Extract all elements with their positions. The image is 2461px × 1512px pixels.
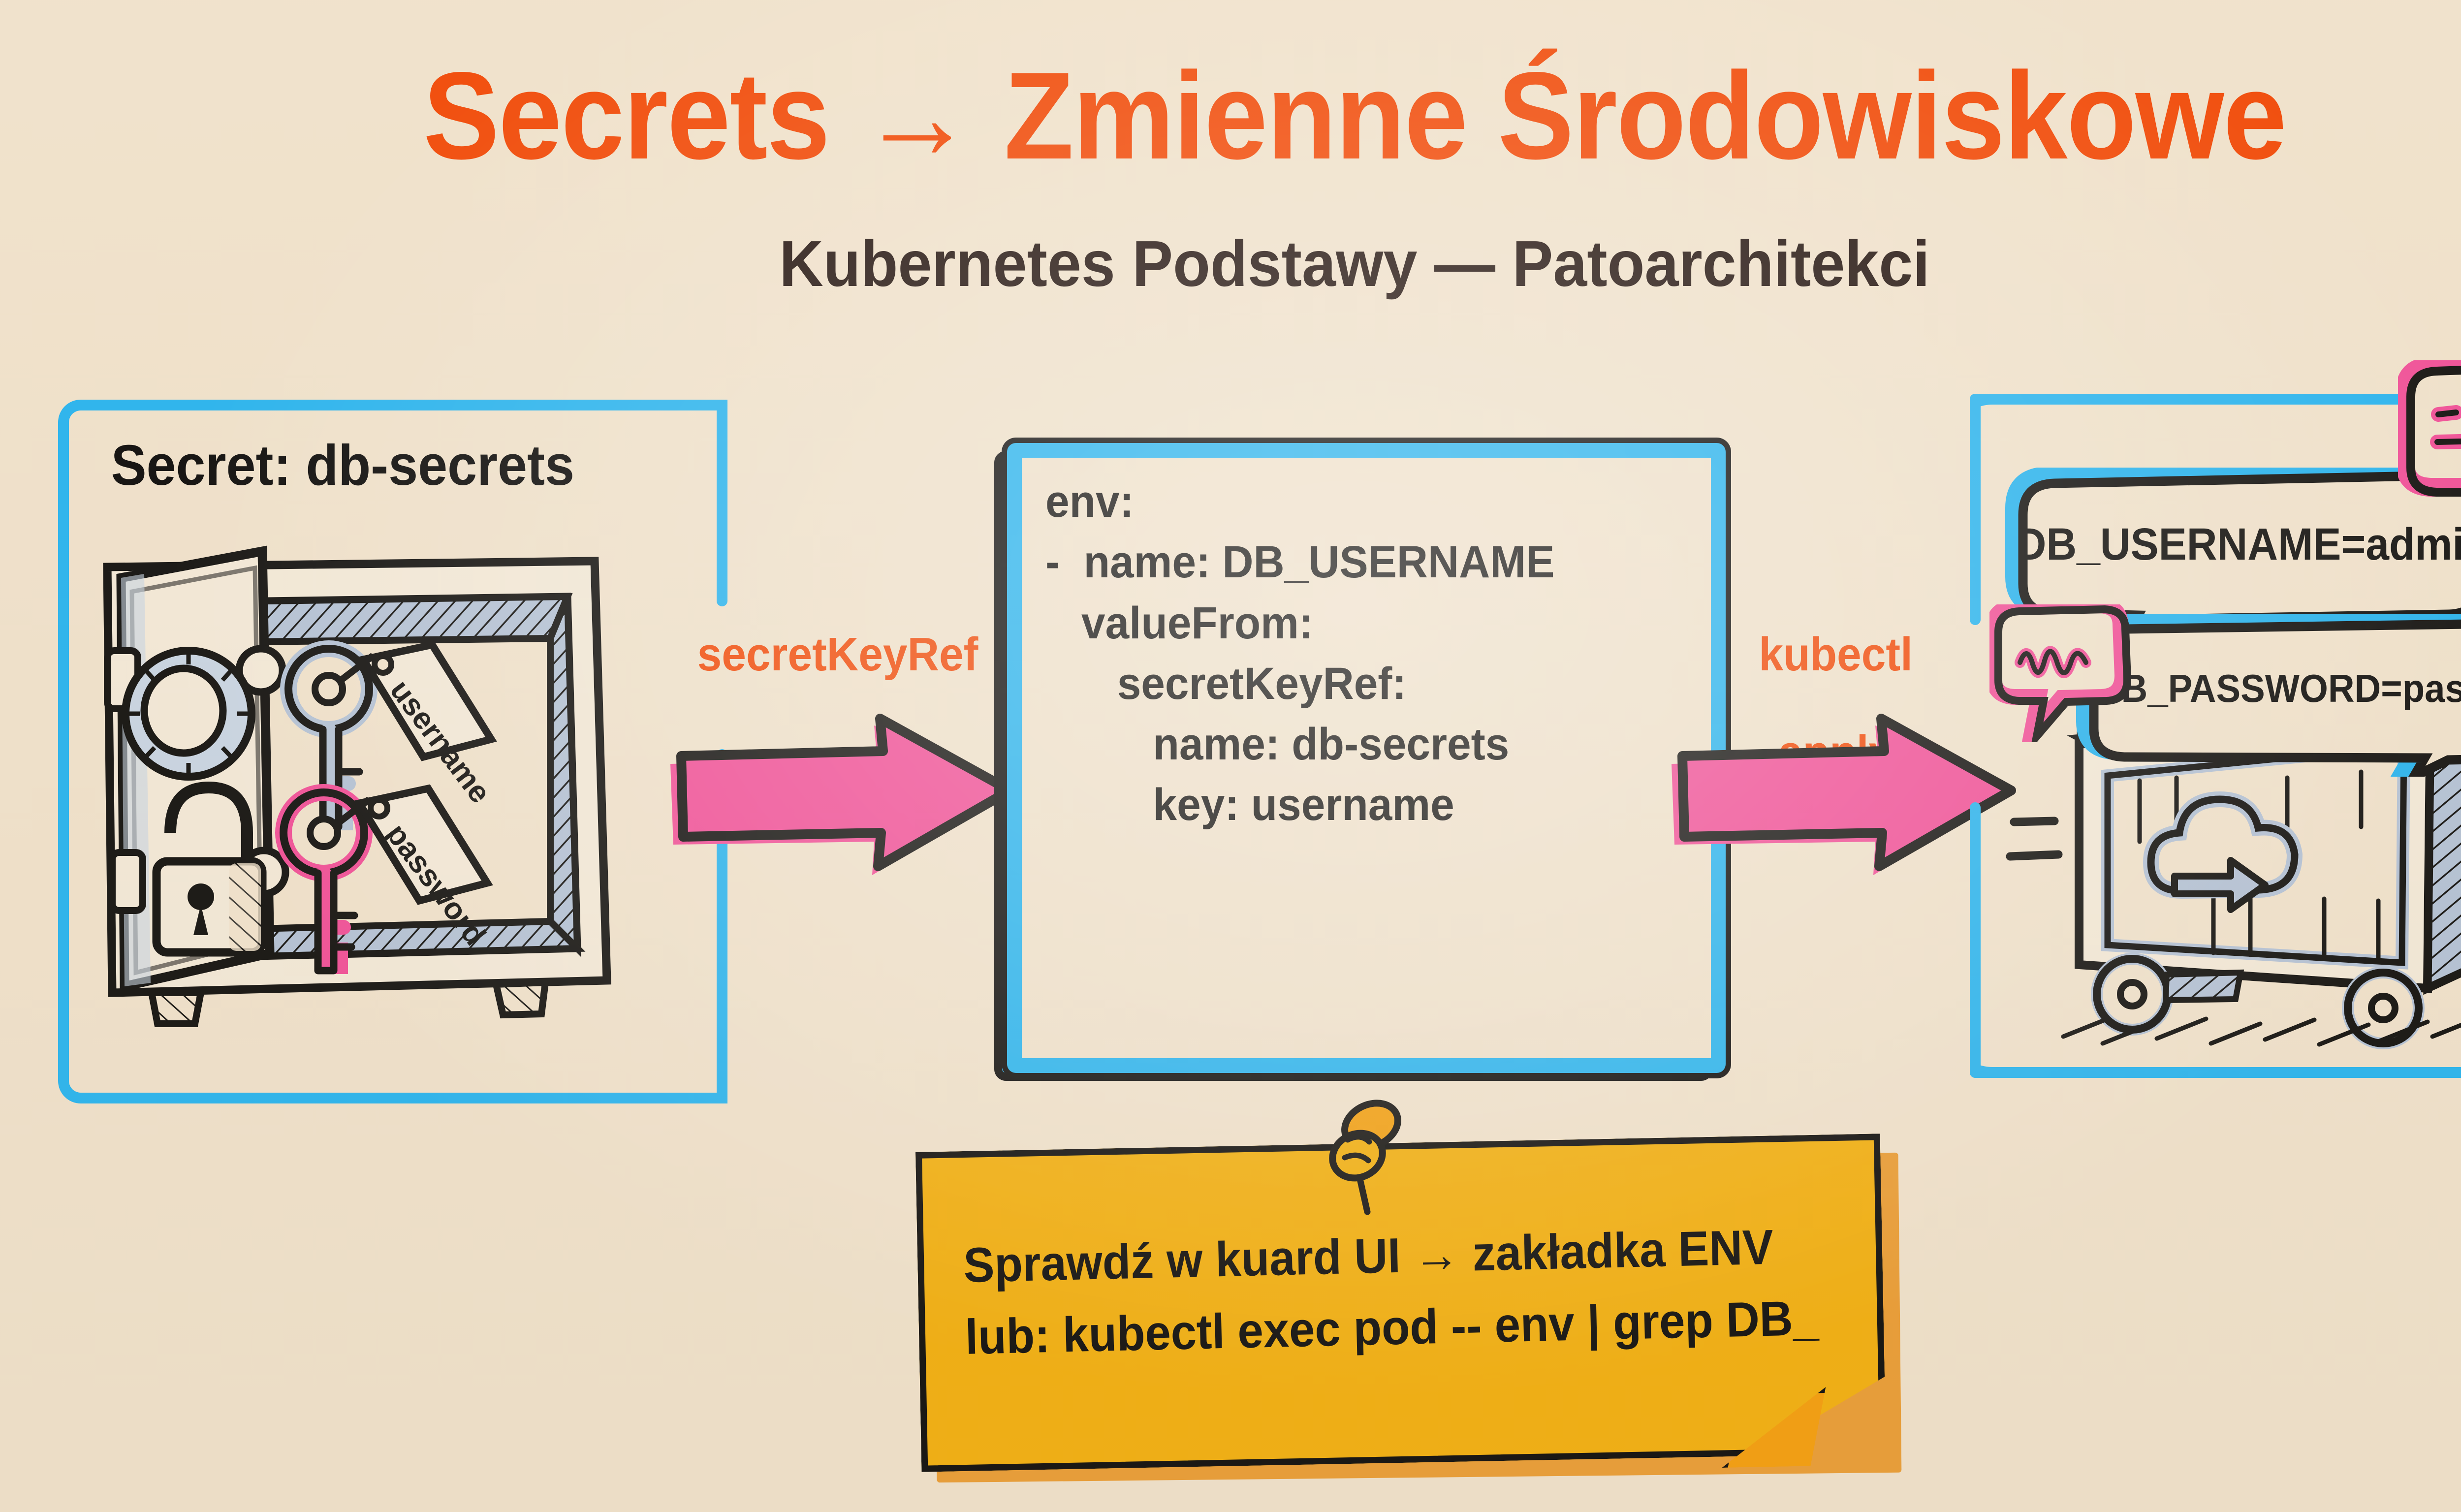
arrow-1-label: secretKeyRef xyxy=(697,628,978,681)
safe-icon: username password xyxy=(38,508,678,1074)
key-icon-password xyxy=(275,784,373,975)
cloud-upload-icon xyxy=(2143,791,2303,913)
panel-frame-left-stub-top xyxy=(1970,394,1981,625)
speech-bubble-icon-lines xyxy=(2396,355,2461,528)
env-bubble-username-text: DB_USERNAME=admin xyxy=(2016,519,2461,569)
panel-frame-right-stub-top xyxy=(717,400,727,606)
pod-env-panel: DB_USERNAME=admin DB_PASSWORD=password12… xyxy=(1970,355,2461,1078)
panel-frame-top-right-cap xyxy=(580,400,727,410)
page-title: Secrets → Zmienne Środowiskowe xyxy=(423,47,2287,185)
sticky-note-text: Sprawdź w kuard UI → zakładka ENV lub: k… xyxy=(963,1219,1820,1365)
panel-frame-left-bottom-cap xyxy=(1970,1067,2088,1078)
speech-bubble-icon-scribble xyxy=(1986,597,2137,760)
padlock-icon xyxy=(152,781,267,957)
arrow-2-label-line1: kubectl xyxy=(1759,628,1913,681)
pushpin-icon xyxy=(1312,1098,1420,1228)
secret-panel: Secret: db-secrets xyxy=(58,400,727,1103)
env-bubble-username: DB_USERNAME=admin xyxy=(2004,468,2461,635)
page-subtitle: Kubernetes Podstawy — Patoarchitekci xyxy=(779,227,1930,300)
yaml-code-block: env: - name: DB_USERNAME valueFrom: secr… xyxy=(1045,476,1555,830)
panel-frame-left-top-cap xyxy=(1970,394,2088,405)
yaml-panel: env: - name: DB_USERNAME valueFrom: secr… xyxy=(994,443,1726,1081)
sticky-note: Sprawdź w kuard UI → zakładka ENV lub: k… xyxy=(918,1100,1902,1483)
panel-frame-bottom-right-cap xyxy=(580,1093,727,1103)
secret-panel-title: Secret: db-secrets xyxy=(111,433,574,497)
combination-dial-icon xyxy=(122,647,255,781)
arrow-right-icon-1 xyxy=(670,714,1017,877)
panel-frame-left-stub-bottom xyxy=(1970,802,1981,1078)
arrow-right-icon-2 xyxy=(1672,714,2018,877)
yaml-panel-frame xyxy=(1007,443,1726,1073)
env-bubble-password-text: DB_PASSWORD=password123 xyxy=(2094,666,2461,710)
